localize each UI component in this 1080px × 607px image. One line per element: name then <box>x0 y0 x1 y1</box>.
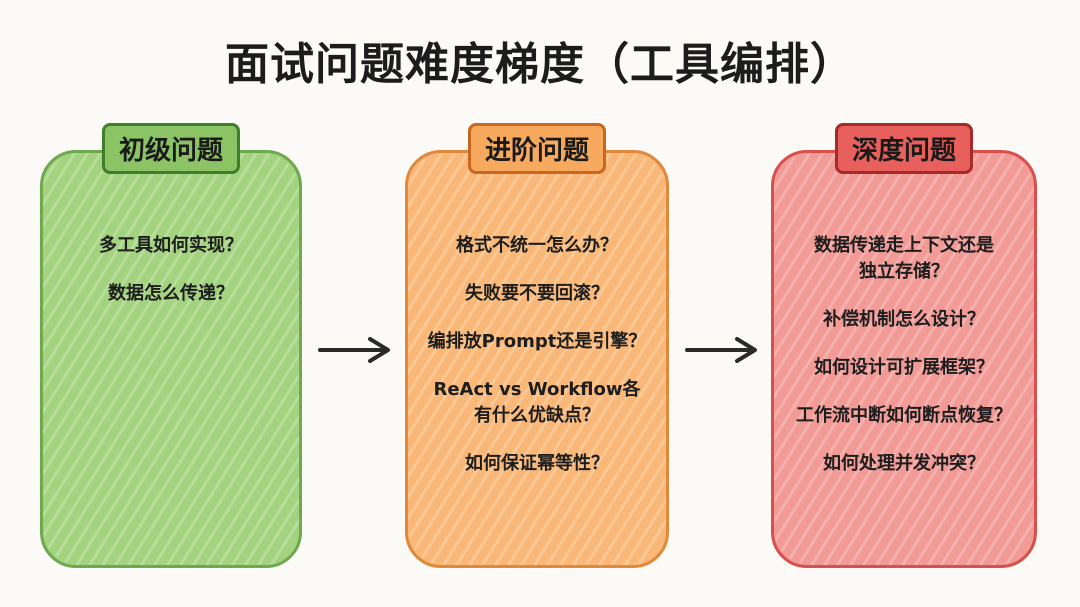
question-item: 如何处理并发冲突？ <box>823 453 985 474</box>
question-item: 多工具如何实现？ <box>99 235 243 256</box>
arrow-right-icon <box>318 337 390 363</box>
question-item: 数据怎么传递？ <box>108 283 234 304</box>
question-item: 编排放Prompt还是引擎？ <box>427 331 647 352</box>
question-item: 失败要不要回滚？ <box>465 283 609 304</box>
question-item: ReAct vs Workflow各 有什么优缺点？ <box>433 379 641 426</box>
intermediate-label: 进阶问题 <box>467 123 607 174</box>
advanced-question-list: 数据传递走上下文还是 独立存储？ 补偿机制怎么设计？ 如何设计可扩展框架？ 工作… <box>774 233 1034 499</box>
question-item: 如何保证幂等性？ <box>465 453 609 474</box>
question-item: 数据传递走上下文还是 独立存储？ <box>814 235 994 282</box>
question-item: 补偿机制怎么设计？ <box>823 309 985 330</box>
arrow-right-icon <box>685 337 757 363</box>
advanced-questions-card: 深度问题 数据传递走上下文还是 独立存储？ 补偿机制怎么设计？ 如何设计可扩展框… <box>771 123 1037 568</box>
intermediate-question-list: 格式不统一怎么办？ 失败要不要回滚？ 编排放Prompt还是引擎？ ReAct … <box>408 233 666 499</box>
intermediate-questions-card: 进阶问题 格式不统一怎么办？ 失败要不要回滚？ 编排放Prompt还是引擎？ R… <box>405 123 669 568</box>
advanced-label: 深度问题 <box>834 123 974 174</box>
beginner-label: 初级问题 <box>101 123 241 174</box>
question-item: 格式不统一怎么办？ <box>456 235 618 256</box>
beginner-questions-card: 初级问题 多工具如何实现？ 数据怎么传递？ <box>40 123 302 568</box>
question-item: 如何设计可扩展框架？ <box>814 357 994 378</box>
question-item: 工作流中断如何断点恢复？ <box>796 405 1012 426</box>
page-title: 面试问题难度梯度（工具编排） <box>225 39 855 90</box>
beginner-question-list: 多工具如何实现？ 数据怎么传递？ <box>43 233 299 329</box>
